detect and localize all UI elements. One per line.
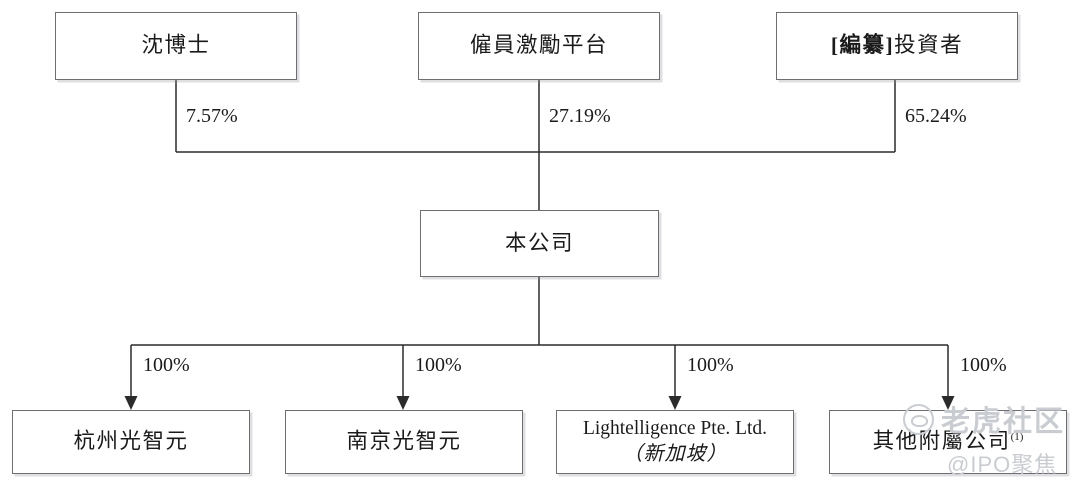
pct-hangzhou: 100% — [143, 354, 190, 376]
node-nanjing-label: 南京光智元 — [346, 429, 462, 454]
node-investors-label: [編纂]投資者 — [825, 32, 969, 59]
node-investors-rest: 投資者 — [894, 33, 964, 58]
node-other-subsidiaries-footnote: (1) — [1010, 431, 1024, 444]
pct-employee-incentive-platform: 27.19% — [549, 105, 611, 127]
node-employee-incentive-platform[interactable]: 僱員激勵平台 — [418, 12, 660, 80]
node-investors[interactable]: [編纂]投資者 — [776, 12, 1018, 80]
node-other-subsidiaries[interactable]: 其他附屬公司(1) — [829, 410, 1067, 474]
pct-shen: 7.57% — [186, 105, 238, 127]
arrowhead-nanjing — [396, 396, 410, 410]
node-shen[interactable]: 沈博士 — [55, 12, 297, 80]
node-other-subsidiaries-label: 其他附屬公司 — [872, 429, 1011, 454]
node-lightelligence-label: Lightelligence Pte. Ltd. — [582, 418, 768, 440]
pct-lightelligence: 100% — [687, 354, 734, 376]
pct-others: 100% — [960, 354, 1007, 376]
node-lightelligence[interactable]: Lightelligence Pte. Ltd.（新加坡） — [556, 410, 794, 474]
node-lightelligence-label-wrap: Lightelligence Pte. Ltd.（新加坡） — [577, 417, 773, 467]
node-lightelligence-sublabel: （新加坡） — [622, 442, 728, 465]
node-investors-bracket: [編纂] — [830, 33, 895, 58]
pct-nanjing: 100% — [415, 354, 462, 376]
node-hangzhou-label: 杭州光智元 — [73, 429, 189, 454]
node-company-label: 本公司 — [504, 230, 574, 255]
arrowhead-hangzhou — [124, 396, 138, 410]
node-hangzhou[interactable]: 杭州光智元 — [12, 410, 250, 474]
node-company[interactable]: 本公司 — [420, 210, 659, 277]
pct-investors: 65.24% — [905, 105, 967, 127]
arrowhead-lightelligence — [668, 396, 682, 410]
node-other-subsidiaries-label-wrap: 其他附屬公司(1) — [867, 428, 1030, 455]
node-shen-label: 沈博士 — [141, 33, 211, 58]
node-employee-incentive-platform-label: 僱員激勵平台 — [469, 33, 608, 58]
node-nanjing[interactable]: 南京光智元 — [285, 410, 523, 474]
arrowhead-others — [941, 396, 955, 410]
